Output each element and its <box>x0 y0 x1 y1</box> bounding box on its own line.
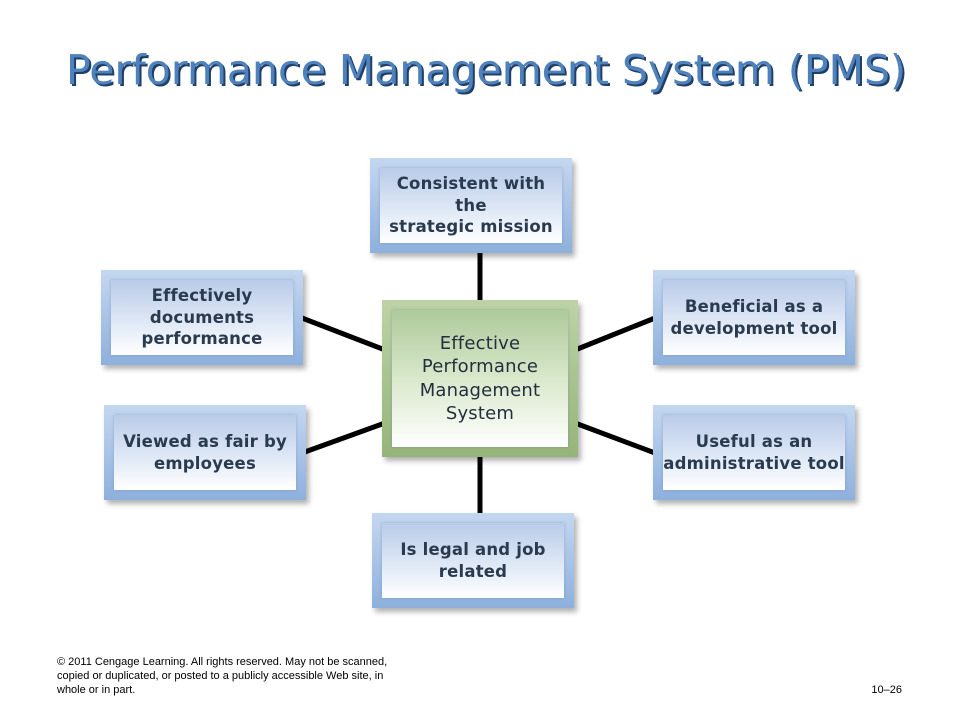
node-label: Useful as an administrative tool <box>663 432 845 473</box>
node-legal-job-related: Is legal and job related <box>372 513 574 608</box>
connector-upper-right <box>574 315 656 353</box>
page-number: 10–26 <box>871 684 902 696</box>
node-label: Consistent with the strategic mission <box>389 174 553 237</box>
node-development-tool: Beneficial as a development tool <box>653 270 855 365</box>
center-label: Effective Performance Management System <box>419 332 541 424</box>
page-title: Performance Management System (PMS) <box>66 46 906 94</box>
copyright-notice: © 2011 Cengage Learning. All rights rese… <box>57 656 388 696</box>
node-label: Effectively documents performance <box>141 286 263 349</box>
node-label: Is legal and job related <box>400 540 546 581</box>
node-documents-performance: Effectively documents performance <box>101 270 303 365</box>
connector-upper-left <box>301 315 386 353</box>
node-label: Viewed as fair by employees <box>123 432 287 473</box>
connector-lower-left <box>301 420 386 456</box>
node-fair-by-employees: Viewed as fair by employees <box>104 405 306 500</box>
center-node-effective-pms: Effective Performance Management System <box>382 300 578 457</box>
connector-lower-right <box>574 420 656 456</box>
node-label: Beneficial as a development tool <box>670 297 838 338</box>
node-strategic-mission: Consistent with the strategic mission <box>370 158 572 253</box>
node-administrative-tool: Useful as an administrative tool <box>653 405 855 500</box>
